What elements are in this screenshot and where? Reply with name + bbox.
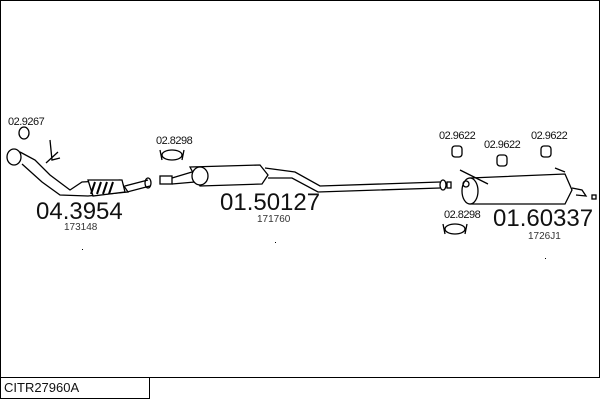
accessory-number[interactable]: 02.9622 xyxy=(531,130,568,142)
catalytic-converter-part xyxy=(6,139,152,197)
divider xyxy=(0,377,600,378)
marker-dots xyxy=(82,242,546,259)
middle-silencer-part xyxy=(159,164,452,193)
oem-number: 171760 xyxy=(257,214,291,225)
accessory-number[interactable]: 02.8298 xyxy=(444,209,481,221)
part-number[interactable]: 01.50127 xyxy=(220,189,321,216)
accessory-icons xyxy=(18,126,552,235)
rear-silencer-part xyxy=(459,167,597,205)
accessory-number[interactable]: 02.9622 xyxy=(439,130,476,142)
accessory-number[interactable]: 02.9622 xyxy=(484,139,521,151)
part-number[interactable]: 01.60337 xyxy=(493,205,594,232)
accessory-number[interactable]: 02.9267 xyxy=(8,116,45,128)
reference-code: CITR27960A xyxy=(0,377,150,399)
oem-number: 1726J1 xyxy=(528,231,561,242)
oem-number: 173148 xyxy=(64,222,98,233)
part-number[interactable]: 04.3954 xyxy=(36,198,123,225)
accessory-number[interactable]: 02.8298 xyxy=(156,135,193,147)
